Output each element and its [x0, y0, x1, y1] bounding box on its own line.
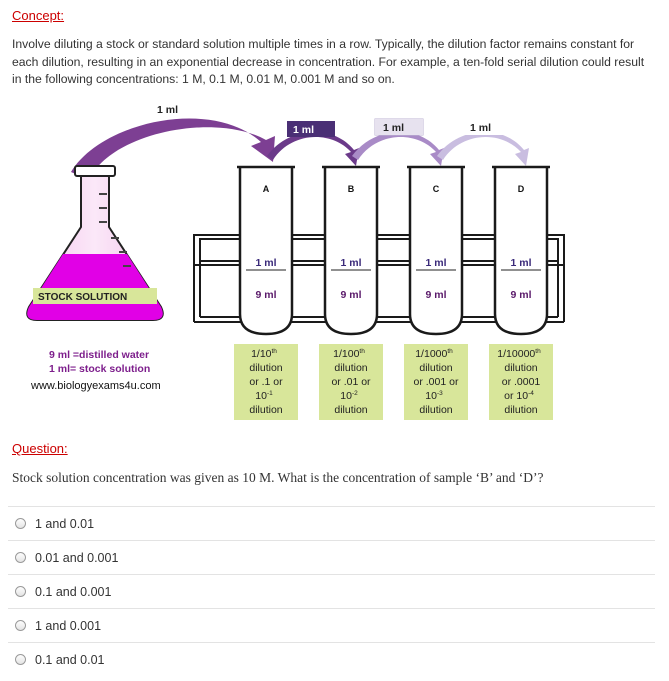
- tube-glass: [408, 167, 464, 336]
- answer-option[interactable]: 0.1 and 0.001: [8, 574, 655, 608]
- dilution-word-2: dilution: [334, 404, 367, 416]
- test-tube-c: C 1 ml 9 ml: [407, 165, 465, 336]
- tube-glass: [323, 167, 379, 336]
- dilution-box-c: 1/1000th dilution or .001 or 10-3 dilution: [404, 344, 468, 420]
- dilution-ratio: 1/100th: [333, 348, 365, 360]
- tube-letter: C: [433, 184, 440, 194]
- radio-button[interactable]: [15, 518, 26, 529]
- answer-option[interactable]: 1 and 0.01: [8, 506, 655, 540]
- dilution-box-a: 1/10th dilution or .1 or 10-1 dilution: [234, 344, 298, 420]
- tube-letter: D: [518, 184, 525, 194]
- transfer-arrow-main: [71, 118, 275, 180]
- dilution-ratio: 1/10th: [251, 348, 277, 360]
- website-label: www.biologyexams4u.com: [30, 380, 161, 392]
- dilution-decimal: or .1 or: [249, 376, 283, 388]
- tube-letter: B: [348, 184, 355, 194]
- radio-button[interactable]: [15, 586, 26, 597]
- dilution-word-2: dilution: [504, 404, 537, 416]
- serial-dilution-figure: 1 ml 1 ml 1 ml 1 ml STOCK SOLUTION: [11, 102, 570, 424]
- tube-glass: [493, 167, 549, 336]
- dilution-decimal: or .001 or: [414, 376, 459, 388]
- tube-bottom-volume: 9 ml: [255, 289, 276, 301]
- tube-glass: [238, 167, 294, 336]
- transfer-arrow-a-b: [267, 131, 359, 166]
- tube-letter: A: [263, 184, 270, 194]
- answer-option[interactable]: 0.01 and 0.001: [8, 540, 655, 574]
- option-label: 0.01 and 0.001: [35, 550, 119, 565]
- option-label: 0.1 and 0.001: [35, 584, 112, 599]
- transfer-top-label: 1 ml: [157, 104, 178, 116]
- dilution-box-bg: [319, 344, 383, 420]
- dilution-ratio: 1/1000th: [415, 348, 453, 360]
- transfer-label-2: 1 ml: [383, 122, 404, 134]
- option-label: 1 and 0.001: [35, 618, 102, 633]
- radio-button[interactable]: [15, 620, 26, 631]
- dilution-power: 10-3: [425, 390, 443, 402]
- radio-button[interactable]: [15, 654, 26, 665]
- tube-top-volume: 1 ml: [510, 257, 531, 269]
- test-tubes: A 1 ml 9 ml B 1 ml 9 ml C 1 ml 9 ml D 1 ml 9 ml: [237, 165, 550, 336]
- answer-options: 1 and 0.01 0.01 and 0.001 0.1 and 0.001 …: [0, 506, 669, 676]
- serial-dilution-diagram: 1 ml 1 ml 1 ml 1 ml STOCK SOLUTION: [26, 104, 565, 420]
- stock-solution-label: STOCK SOLUTION: [38, 292, 127, 303]
- answer-option[interactable]: 0.1 and 0.01: [8, 642, 655, 676]
- question-heading: Question:: [12, 441, 68, 456]
- radio-button[interactable]: [15, 552, 26, 563]
- dilution-power: 10-2: [340, 390, 358, 402]
- flask-liquid: [27, 254, 163, 320]
- dilution-box-bg: [234, 344, 298, 420]
- test-tube-b: B 1 ml 9 ml: [322, 165, 380, 336]
- concept-text: Involve diluting a stock or standard sol…: [12, 37, 645, 86]
- dilution-power: or 10-4: [504, 390, 534, 402]
- answer-option[interactable]: 1 and 0.001: [8, 608, 655, 642]
- dilution-box-bg: [489, 344, 553, 420]
- transfer-arrow-c-d: [437, 131, 529, 166]
- legend-stock: 1 ml= stock solution: [49, 363, 150, 375]
- option-label: 0.1 and 0.01: [35, 652, 105, 667]
- dilution-box-d: 1/10000th dilution or .0001 or 10-4 dilution: [489, 344, 553, 420]
- tube-bottom-volume: 9 ml: [340, 289, 361, 301]
- transfer-arrow-b-c: [352, 131, 444, 166]
- transfer-label-3: 1 ml: [470, 122, 491, 134]
- dilution-box-bg: [404, 344, 468, 420]
- dilution-word-2: dilution: [249, 404, 282, 416]
- test-tube-a: A 1 ml 9 ml: [237, 165, 295, 336]
- dilution-ratio: 1/10000th: [497, 348, 541, 360]
- tube-bottom-volume: 9 ml: [510, 289, 531, 301]
- concept-heading: Concept:: [12, 8, 65, 23]
- tube-top-volume: 1 ml: [255, 257, 276, 269]
- tube-top-volume: 1 ml: [340, 257, 361, 269]
- dilution-decimal: or .01 or: [331, 376, 371, 388]
- dilution-word: dilution: [504, 362, 537, 374]
- dilution-box-b: 1/100th dilution or .01 or 10-2 dilution: [319, 344, 383, 420]
- transfer-label-1: 1 ml: [293, 124, 314, 136]
- legend-water: 9 ml =distilled water: [49, 349, 149, 361]
- dilution-word: dilution: [249, 362, 282, 374]
- tube-bottom-volume: 9 ml: [425, 289, 446, 301]
- tube-top-volume: 1 ml: [425, 257, 446, 269]
- option-label: 1 and 0.01: [35, 516, 95, 531]
- dilution-power: 10-1: [255, 390, 273, 402]
- dilution-word: dilution: [419, 362, 452, 374]
- test-tube-d: D 1 ml 9 ml: [492, 165, 550, 336]
- dilution-word-2: dilution: [419, 404, 452, 416]
- dilution-word: dilution: [334, 362, 367, 374]
- dilution-decimal: or .0001: [502, 376, 541, 388]
- question-text: Stock solution concentration was given a…: [12, 470, 544, 485]
